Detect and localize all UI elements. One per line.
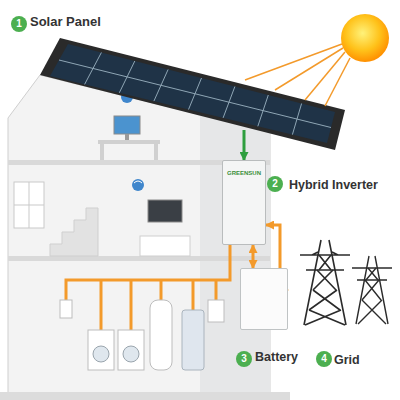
power-tower bbox=[352, 256, 392, 324]
solar-panel-array bbox=[50, 44, 335, 143]
tv bbox=[140, 200, 190, 256]
window bbox=[14, 182, 44, 228]
sun bbox=[341, 14, 389, 62]
brand-text: GREENSUN bbox=[223, 169, 265, 177]
component-label: Hybrid Inverter bbox=[289, 177, 378, 193]
ground bbox=[0, 392, 290, 400]
callout-number: 1 bbox=[11, 16, 27, 32]
callout-number: 2 bbox=[267, 176, 283, 192]
computer-desk bbox=[98, 116, 160, 160]
house-wiring bbox=[66, 245, 230, 330]
power-flow-arrow bbox=[243, 130, 246, 160]
power-tower bbox=[300, 240, 350, 325]
callout-number: 3 bbox=[236, 351, 252, 367]
sun-rays bbox=[245, 44, 350, 106]
battery-unit: Battery bbox=[240, 268, 288, 330]
callout-number: 4 bbox=[316, 351, 332, 367]
panel-grid bbox=[59, 53, 331, 135]
solar-panel-area: Solar Panel bbox=[30, 14, 350, 130]
appliances bbox=[60, 300, 224, 370]
component-label: Solar Panel bbox=[30, 14, 101, 30]
hybrid-inverter: GREENSUNHybrid Inverter bbox=[222, 160, 266, 245]
power-flow-arrow bbox=[252, 245, 255, 268]
wifi-icon bbox=[132, 179, 144, 191]
component-label: Grid bbox=[334, 352, 360, 368]
roof bbox=[40, 38, 345, 150]
grid-towers: Grid bbox=[288, 232, 393, 332]
component-label: Battery bbox=[255, 349, 298, 365]
stairs bbox=[50, 208, 98, 256]
